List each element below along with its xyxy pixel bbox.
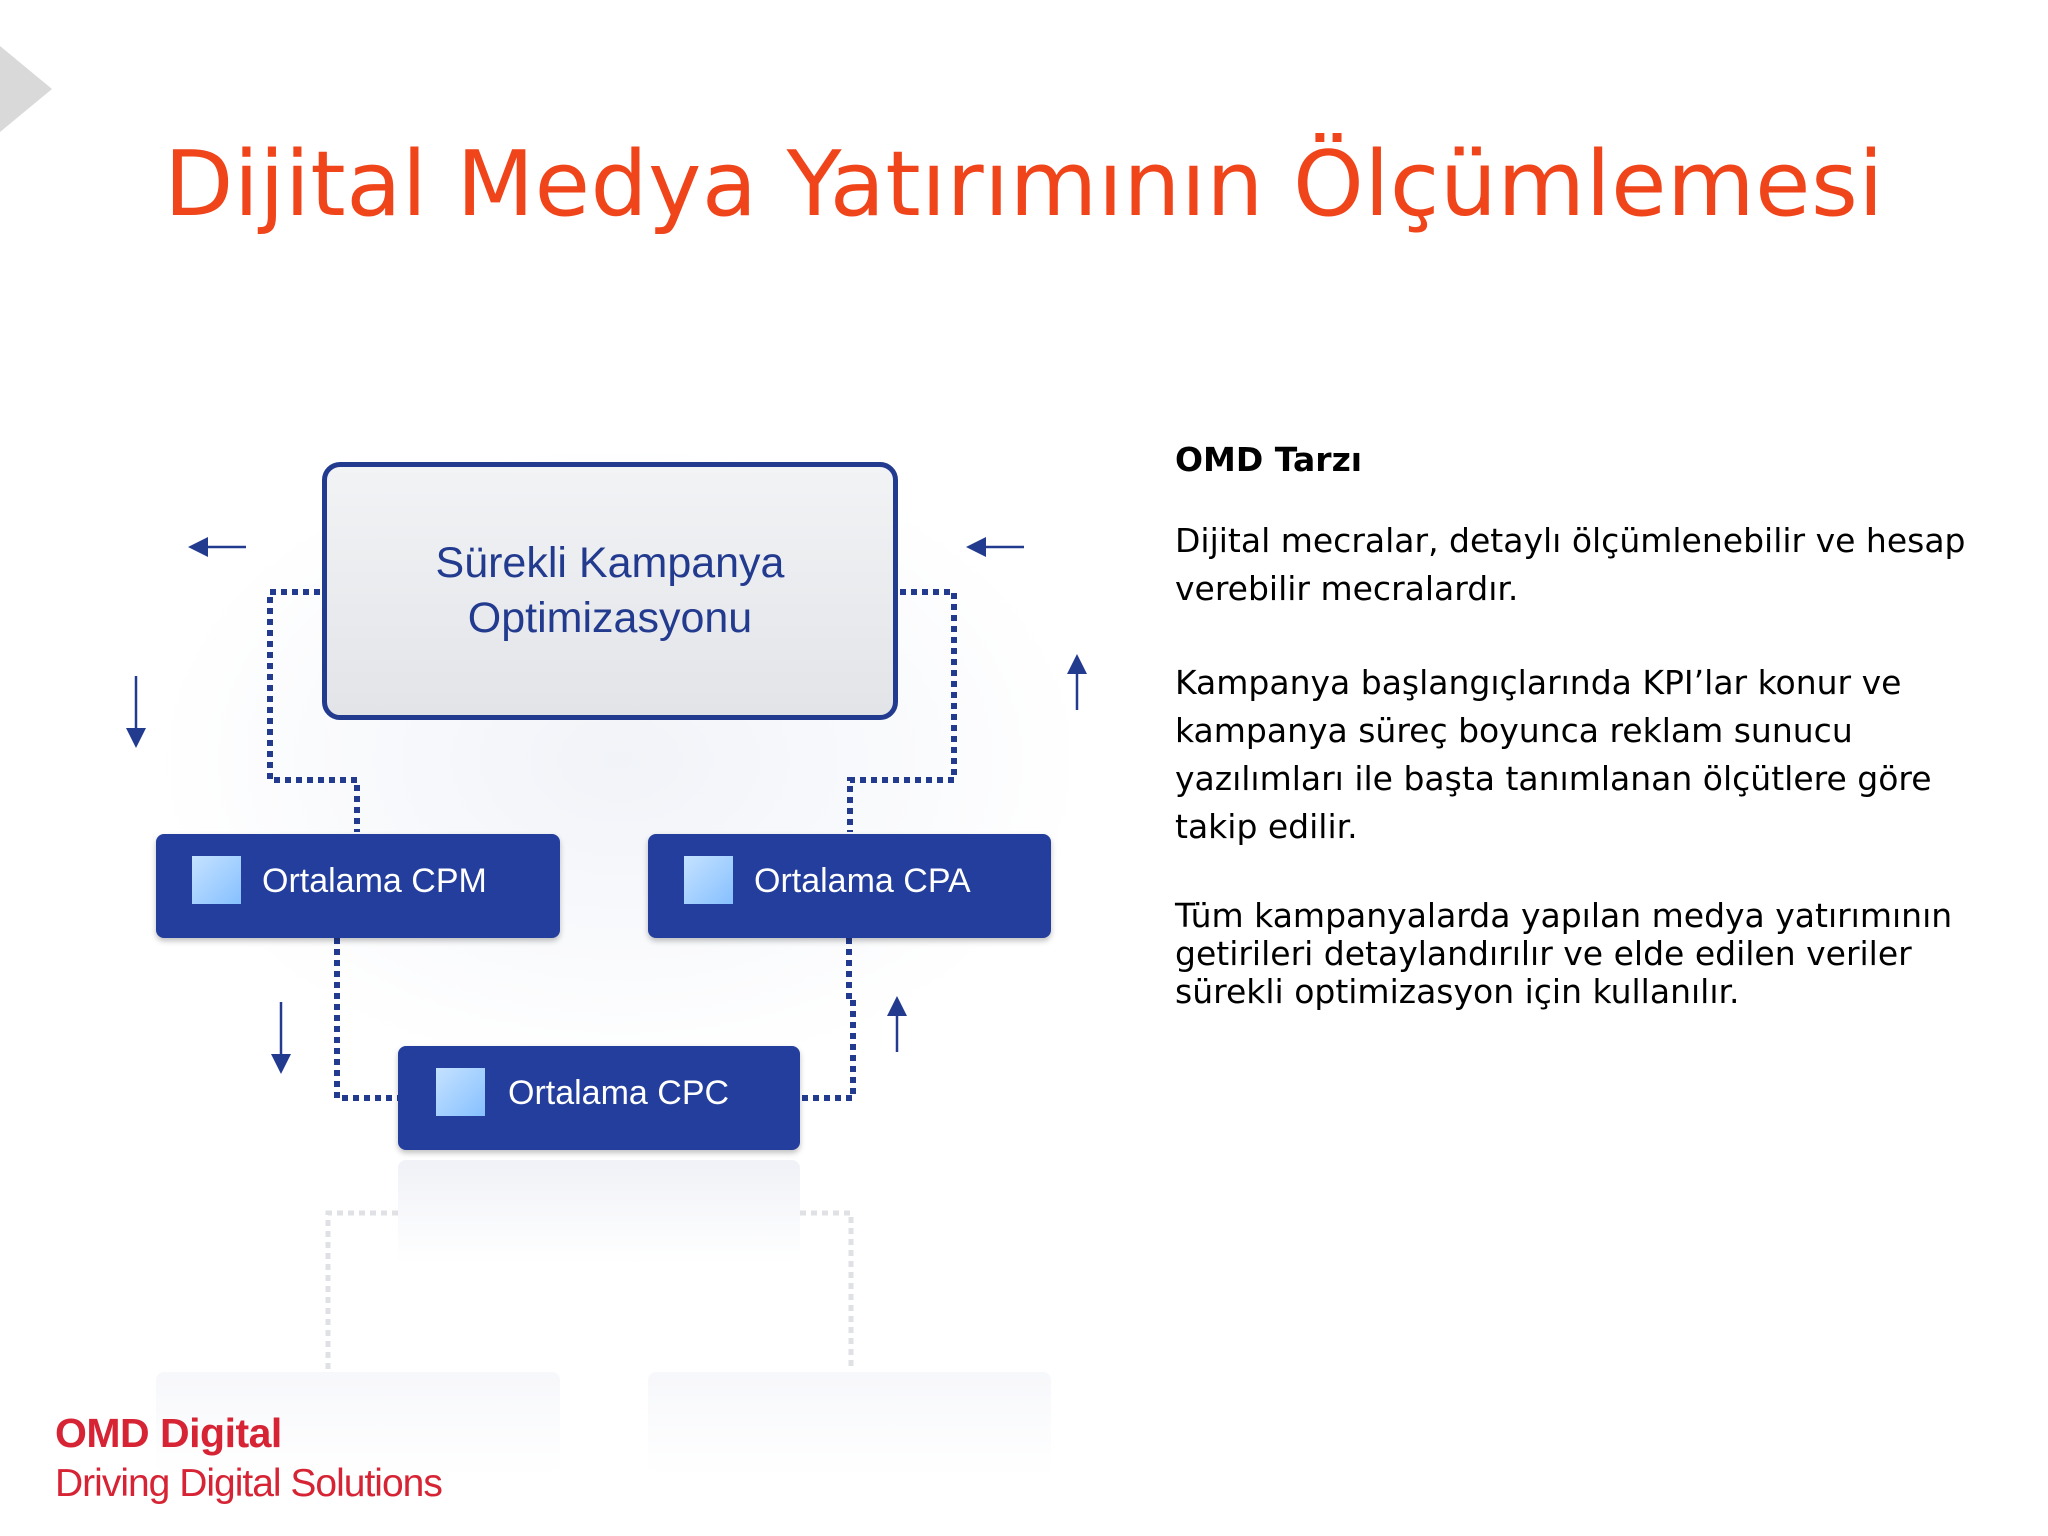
paragraph-2: Kampanya başlangıçlarında KPI’lar konur … <box>1175 663 1932 846</box>
cpc-reflection <box>398 1160 800 1264</box>
reflection-connector-left <box>325 1210 398 1370</box>
cpa-square-icon <box>684 856 733 904</box>
connector-cpa-to-cpc <box>800 938 856 1101</box>
average-cpa-box: Ortalama CPA <box>648 834 1051 938</box>
corner-arrow-decoration <box>0 46 52 132</box>
cpm-square-icon <box>192 856 241 904</box>
cpm-label: Ortalama CPM <box>262 862 487 900</box>
cpa-label: Ortalama CPA <box>754 862 971 900</box>
cpc-square-icon <box>436 1068 485 1116</box>
panel-heading: OMD Tarzı <box>1175 440 1363 479</box>
paragraph-1: Dijital mecralar, detaylı ölçümlenebilir… <box>1175 521 1966 608</box>
connector-main-to-cpa <box>847 589 957 832</box>
slide-title: Dijital Medya Yatırımının Ölçümlemesi <box>164 132 1884 237</box>
reflection-connector-right <box>800 1210 854 1370</box>
description-panel: OMD Tarzı Dijital mecralar, detaylı ölçü… <box>1175 440 1985 1057</box>
continuous-campaign-optimization-box: Sürekli Kampanya Optimizasyonu <box>322 462 898 720</box>
paragraph-3: Tüm kampanyalarda yapılan medya yatırımı… <box>1175 896 1953 1011</box>
cpa-reflection <box>648 1372 1051 1476</box>
omd-digital-logo: OMD Digital <box>55 1410 282 1456</box>
cpc-label: Ortalama CPC <box>508 1074 730 1112</box>
main-box-label: Sürekli Kampanya Optimizasyonu <box>435 539 785 642</box>
average-cpm-box: Ortalama CPM <box>156 834 560 938</box>
connector-cpm-to-cpc <box>334 938 398 1101</box>
average-cpc-box: Ortalama CPC <box>398 1046 800 1150</box>
footer-tagline: Driving Digital Solutions <box>55 1462 443 1505</box>
connector-main-to-cpm <box>267 589 360 832</box>
